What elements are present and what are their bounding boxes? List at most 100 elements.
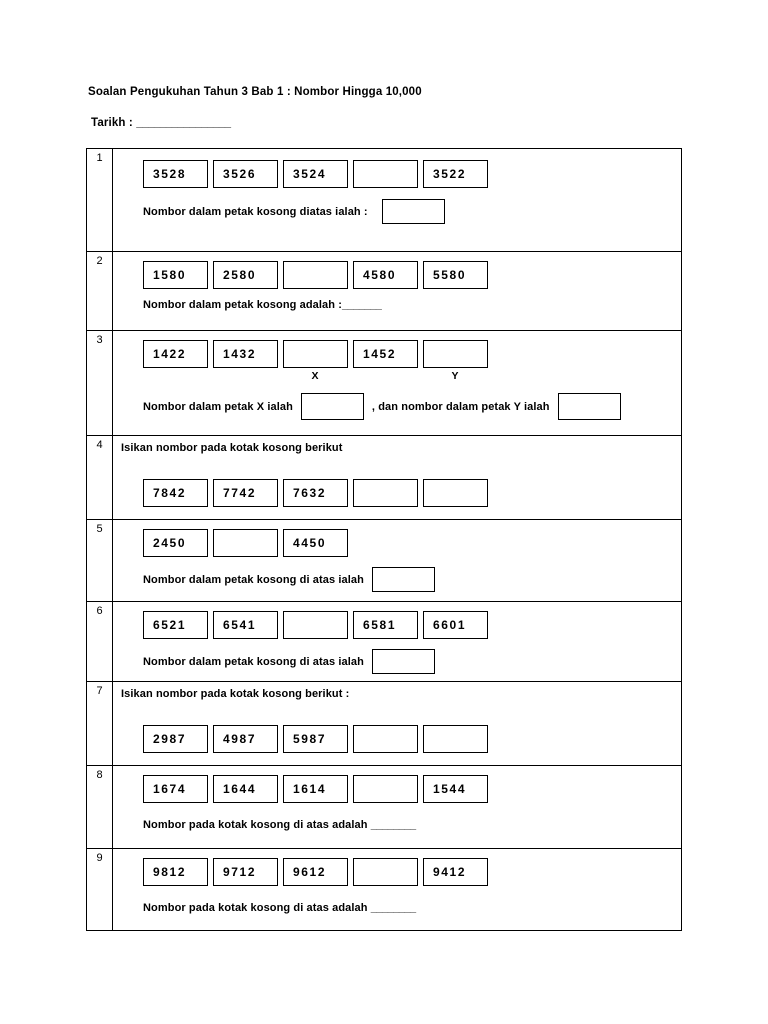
answer-box-x[interactable] [300,393,364,420]
answer-box[interactable] [371,649,435,674]
number-box-blank[interactable] [353,858,418,886]
number-box: 6581 [353,611,418,639]
answer-sentence-text: Nombor pada kotak kosong di atas adalah [143,902,368,914]
question-instruction: Isikan nombor pada kotak kosong berikut [121,442,343,454]
table-row: 4 Isikan nombor pada kotak kosong beriku… [86,435,682,520]
answer-sentence-text: Nombor dalam petak kosong diatas ialah : [143,205,368,218]
number-box: 2987 [143,725,208,753]
question-number: 3 [86,330,113,436]
number-sequence-boxes: 1580 2580 4580 5580 [143,261,488,289]
number-box-blank[interactable] [213,529,278,557]
number-box: 4580 [353,261,418,289]
answer-sentence-text-x: Nombor dalam petak X ialah [143,400,293,413]
number-box-blank[interactable] [353,775,418,803]
page-title: Soalan Pengukuhan Tahun 3 Bab 1 : Nombor… [88,86,422,98]
answer-sentence-text: Nombor dalam petak kosong di atas ialah [143,655,364,668]
table-row: 7 Isikan nombor pada kotak kosong beriku… [86,681,682,766]
number-box-blank[interactable] [423,479,488,507]
question-number: 5 [86,519,113,602]
question-number: 4 [86,435,113,520]
number-sequence-boxes: 2987 4987 5987 [143,725,488,753]
answer-sentence-text: Nombor dalam petak kosong di atas ialah [143,573,364,586]
question-body: 2450 4450 Nombor dalam petak kosong di a… [112,519,682,602]
number-box: 7742 [213,479,278,507]
number-sequence-boxes: 1674 1644 1614 1544 [143,775,488,803]
question-body: 1422 1432 1452 X Y Nombor dalam petak X … [112,330,682,436]
box-labels: X Y [143,370,503,384]
question-body: 1674 1644 1614 1544 Nombor pada kotak ko… [112,765,682,849]
answer-box-y[interactable] [557,393,621,420]
question-body: 9812 9712 9612 9412 Nombor pada kotak ko… [112,848,682,931]
number-box-blank[interactable] [423,725,488,753]
number-box-blank-y[interactable] [423,340,488,368]
number-box: 1580 [143,261,208,289]
number-box: 3528 [143,160,208,188]
table-row: 8 1674 1644 1614 1544 Nombor pada kotak … [86,765,682,849]
question-body: 1580 2580 4580 5580 Nombor dalam petak k… [112,251,682,331]
question-number: 2 [86,251,113,331]
number-box: 3522 [423,160,488,188]
questions-table: 1 3528 3526 3524 3522 Nombor dalam petak… [86,148,682,931]
number-sequence-boxes: 3528 3526 3524 3522 [143,160,488,188]
number-box: 5987 [283,725,348,753]
table-row: 2 1580 2580 4580 5580 Nombor dalam petak… [86,251,682,331]
answer-blank-rule[interactable]: ________ [370,902,416,914]
number-box: 1422 [143,340,208,368]
answer-sentence: Nombor dalam petak kosong di atas ialah [143,567,435,592]
number-box: 3524 [283,160,348,188]
question-number: 9 [86,848,113,931]
number-sequence-boxes: 1422 1432 1452 [143,340,488,368]
answer-sentence-text: Nombor dalam petak kosong adalah : [143,299,342,311]
number-box: 9812 [143,858,208,886]
answer-sentence: Nombor dalam petak kosong diatas ialah : [143,199,445,224]
number-box-blank[interactable] [353,725,418,753]
number-box: 1614 [283,775,348,803]
box-label-x: X [311,370,319,382]
answer-box[interactable] [381,199,445,224]
number-box: 3526 [213,160,278,188]
number-box: 1544 [423,775,488,803]
number-box: 1644 [213,775,278,803]
answer-sentence-text: Nombor pada kotak kosong di atas adalah [143,819,368,831]
question-number: 6 [86,601,113,682]
question-body: 3528 3526 3524 3522 Nombor dalam petak k… [112,148,682,252]
number-box-blank[interactable] [283,611,348,639]
table-row: 3 1422 1432 1452 X Y [86,330,682,436]
answer-sentence: Nombor pada kotak kosong di atas adalah … [143,819,416,831]
number-sequence-boxes: 7842 7742 7632 [143,479,488,507]
answer-blank-rule[interactable]: _______ [342,299,382,311]
number-box-blank[interactable] [353,479,418,507]
number-box-blank[interactable] [283,261,348,289]
answer-sentence: Nombor dalam petak kosong adalah :______… [143,299,382,311]
number-box: 9712 [213,858,278,886]
question-number: 1 [86,148,113,252]
number-box-blank[interactable] [353,160,418,188]
number-box: 7632 [283,479,348,507]
answer-blank-rule[interactable]: ________ [370,819,416,831]
number-box: 4987 [213,725,278,753]
question-number: 8 [86,765,113,849]
number-box: 6601 [423,611,488,639]
number-box: 4450 [283,529,348,557]
number-box: 5580 [423,261,488,289]
number-box: 6521 [143,611,208,639]
number-sequence-boxes: 2450 4450 [143,529,348,557]
question-number: 7 [86,681,113,766]
question-body: 6521 6541 6581 6601 Nombor dalam petak k… [112,601,682,682]
answer-sentence-text-y: , dan nombor dalam petak Y ialah [371,400,550,413]
date-blank-rule[interactable]: ________________ [136,117,231,129]
number-box-blank-x[interactable] [283,340,348,368]
number-box: 2450 [143,529,208,557]
answer-sentence: Nombor pada kotak kosong di atas adalah … [143,902,416,914]
box-label-y: Y [451,370,459,382]
number-sequence-boxes: 9812 9712 9612 9412 [143,858,488,886]
answer-box[interactable] [371,567,435,592]
question-body: Isikan nombor pada kotak kosong berikut … [112,435,682,520]
date-field: Tarikh : ________________ [91,117,231,129]
table-row: 1 3528 3526 3524 3522 Nombor dalam petak… [86,148,682,252]
number-box: 1432 [213,340,278,368]
table-row: 5 2450 4450 Nombor dalam petak kosong di… [86,519,682,602]
number-sequence-boxes: 6521 6541 6581 6601 [143,611,488,639]
number-box: 9412 [423,858,488,886]
